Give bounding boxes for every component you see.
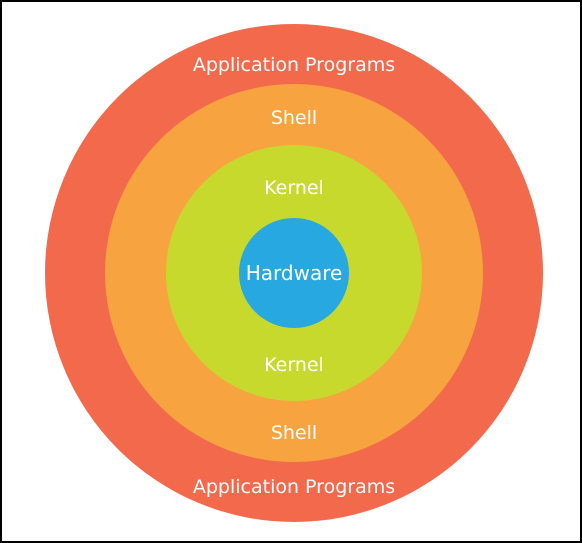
kernel-label-bottom: Kernel <box>264 354 324 376</box>
application-programs-label-top: Application Programs <box>192 54 396 76</box>
application-programs-label-bottom: Application Programs <box>192 476 396 498</box>
hardware-core <box>239 218 349 328</box>
hardware-label: Hardware <box>245 261 343 285</box>
kernel-label-top: Kernel <box>264 177 324 199</box>
shell-label-bottom: Shell <box>270 422 318 444</box>
shell-label-top: Shell <box>270 107 318 129</box>
